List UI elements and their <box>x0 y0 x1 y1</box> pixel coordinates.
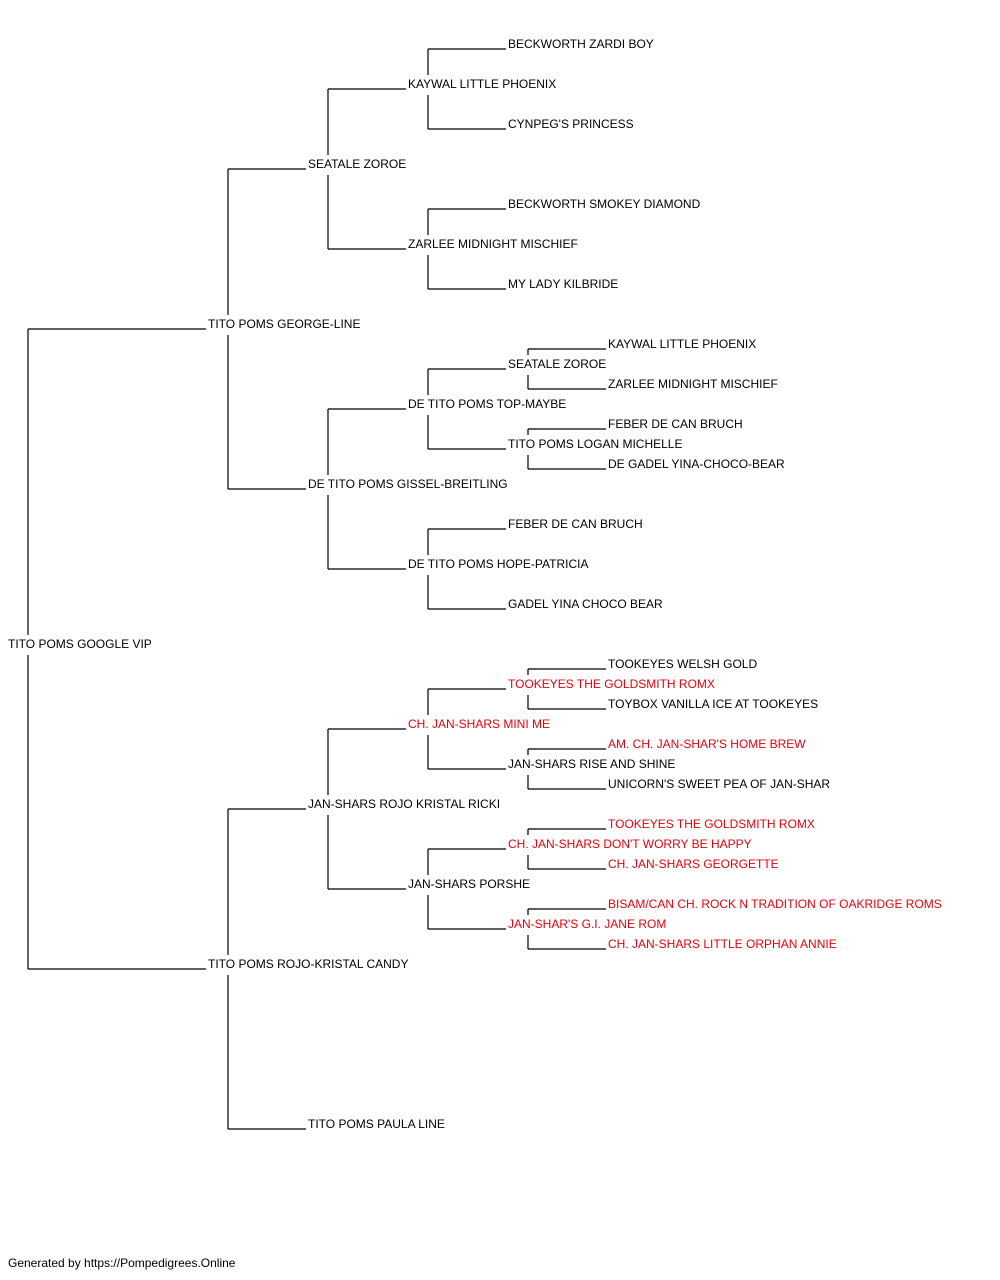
pedigree-name-sire-gen1: TITO POMS GEORGE-LINE <box>208 317 360 331</box>
pedigree-name-dam-gen5: CH. JAN-SHARS LITTLE ORPHAN ANNIE <box>608 937 837 951</box>
pedigree-name-sire-gen5: FEBER DE CAN BRUCH <box>608 417 743 431</box>
pedigree-name-sire-gen3: CH. JAN-SHARS MINI ME <box>408 717 550 731</box>
pedigree-name-sire-gen4: FEBER DE CAN BRUCH <box>508 517 643 531</box>
pedigree-name-dam-gen5: DE GADEL YINA-CHOCO-BEAR <box>608 457 785 471</box>
pedigree-name-dam-gen5: TOYBOX VANILLA ICE AT TOOKEYES <box>608 697 818 711</box>
pedigree-name-dam-gen5: UNICORN'S SWEET PEA OF JAN-SHAR <box>608 777 830 791</box>
pedigree-name-dam-gen4: TITO POMS LOGAN MICHELLE <box>508 437 682 451</box>
pedigree-name-dam-gen3: JAN-SHARS PORSHE <box>408 877 530 891</box>
pedigree-name-dam-gen4: JAN-SHAR'S G.I. JANE ROM <box>508 917 666 931</box>
pedigree-name-sire-gen4: CH. JAN-SHARS DON'T WORRY BE HAPPY <box>508 837 752 851</box>
pedigree-name-sire-gen4: SEATALE ZOROE <box>508 357 606 371</box>
pedigree-name-subject-gen0: TITO POMS GOOGLE VIP <box>8 637 152 651</box>
pedigree-name-dam-gen4: GADEL YINA CHOCO BEAR <box>508 597 663 611</box>
pedigree-name-sire-gen2: JAN-SHARS ROJO KRISTAL RICKI <box>308 797 500 811</box>
pedigree-labels: TITO POMS GOOGLE VIP TITO POMS GEORGE-LIN… <box>8 37 942 1131</box>
pedigree-name-sire-gen5: BISAM/CAN CH. ROCK N TRADITION OF OAKRID… <box>608 897 942 911</box>
pedigree-name-sire-gen5: KAYWAL LITTLE PHOENIX <box>608 337 756 351</box>
pedigree-connectors <box>27 48 606 1130</box>
pedigree-name-dam-gen4: MY LADY KILBRIDE <box>508 277 618 291</box>
pedigree-name-dam-gen3: DE TITO POMS HOPE-PATRICIA <box>408 557 588 571</box>
pedigree-name-dam-gen1: TITO POMS ROJO-KRISTAL CANDY <box>208 957 408 971</box>
pedigree-name-sire-gen4: BECKWORTH ZARDI BOY <box>508 37 654 51</box>
pedigree-name-sire-gen2: SEATALE ZOROE <box>308 157 406 171</box>
pedigree-name-sire-gen4: BECKWORTH SMOKEY DIAMOND <box>508 197 701 211</box>
pedigree-name-dam-gen2: TITO POMS PAULA LINE <box>308 1117 445 1131</box>
pedigree-name-sire-gen4: TOOKEYES THE GOLDSMITH ROMX <box>508 677 715 691</box>
pedigree-name-dam-gen4: JAN-SHARS RISE AND SHINE <box>508 757 675 771</box>
pedigree-name-dam-gen4: CYNPEG'S PRINCESS <box>508 117 634 131</box>
pedigree-name-dam-gen3: ZARLEE MIDNIGHT MISCHIEF <box>408 237 578 251</box>
pedigree-name-sire-gen3: KAYWAL LITTLE PHOENIX <box>408 77 556 91</box>
pedigree-name-dam-gen2: DE TITO POMS GISSEL-BREITLING <box>308 477 508 491</box>
pedigree-name-sire-gen3: DE TITO POMS TOP-MAYBE <box>408 397 566 411</box>
pedigree-name-dam-gen5: ZARLEE MIDNIGHT MISCHIEF <box>608 377 778 391</box>
pedigree-name-sire-gen5: AM. CH. JAN-SHAR'S HOME BREW <box>608 737 806 751</box>
footer-credit: Generated by https://Pompedigrees.Online <box>8 1256 236 1270</box>
pedigree-name-dam-gen5: CH. JAN-SHARS GEORGETTE <box>608 857 779 871</box>
pedigree-name-sire-gen5: TOOKEYES WELSH GOLD <box>608 657 757 671</box>
pedigree-name-sire-gen5: TOOKEYES THE GOLDSMITH ROMX <box>608 817 815 831</box>
